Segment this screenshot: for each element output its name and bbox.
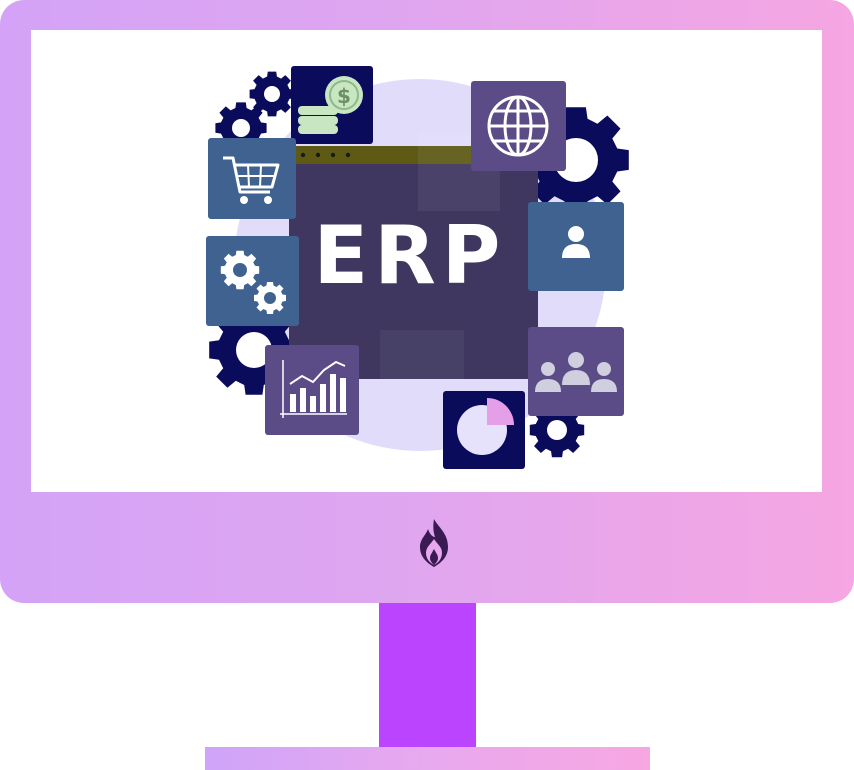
gear-icon	[249, 71, 295, 117]
svg-text:$: $	[337, 84, 351, 108]
gear-icon	[209, 305, 299, 395]
globe-icon	[471, 81, 566, 171]
monitor-stand-neck	[379, 603, 476, 747]
flame-logo-icon	[420, 519, 448, 567]
bar-chart-icon	[265, 345, 359, 435]
user-icon	[528, 202, 624, 291]
pie-chart-icon	[443, 391, 525, 469]
team-icon	[528, 327, 624, 416]
erp-title: ERP	[313, 209, 507, 302]
monitor-stand-base	[205, 747, 650, 770]
shopping-cart-icon	[208, 138, 296, 219]
coins-dollar-icon: $	[291, 66, 373, 144]
erp-illustration: $	[206, 66, 629, 469]
gear-icon	[529, 402, 585, 458]
gears-icon	[206, 236, 299, 326]
gear-icon	[215, 102, 267, 154]
erp-window	[289, 133, 538, 380]
